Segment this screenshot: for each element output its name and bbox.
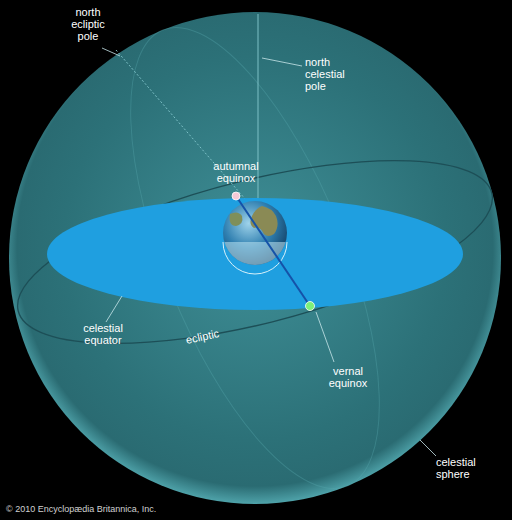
pole-label: north celestial pole	[305, 56, 361, 92]
copyright-note: © 2010 Encyclopædia Britannica, Inc.	[6, 504, 156, 515]
equinox-label: autumnal equinox	[205, 160, 267, 184]
autumnal-equinox-dot	[232, 192, 240, 200]
sphere-label: celestial sphere	[436, 456, 494, 480]
vernal-equinox-dot	[306, 302, 315, 311]
celestial-sphere	[9, 12, 501, 504]
leader-lines	[102, 48, 436, 456]
earth	[220, 201, 290, 274]
celestial-axis	[258, 14, 259, 200]
celestial-equator-plane	[47, 198, 463, 310]
ecliptic-circle	[1, 123, 509, 381]
plane-label: celestial equator	[74, 322, 132, 346]
equinox-line	[236, 196, 310, 306]
pole-label: north ecliptic pole	[60, 6, 116, 42]
equinox-label: vernal equinox	[320, 365, 376, 389]
